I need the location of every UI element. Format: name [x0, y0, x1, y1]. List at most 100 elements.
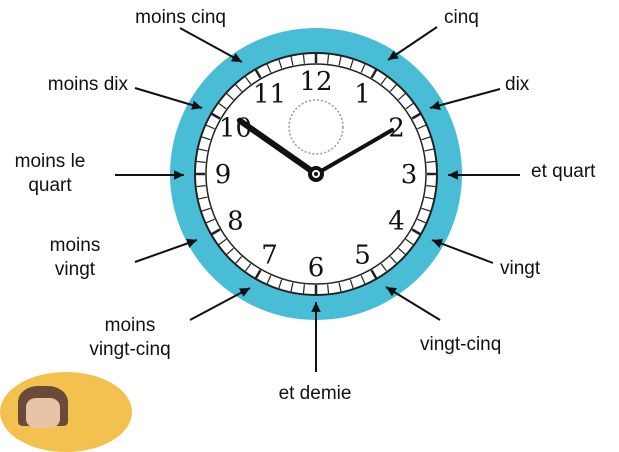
- minute-hand: [314, 128, 395, 176]
- minute-tick: [254, 269, 262, 280]
- minute-tick: [360, 275, 366, 284]
- arrow-head: [432, 239, 443, 248]
- minute-tick: [198, 196, 208, 200]
- hour-numeral: 3: [401, 160, 418, 190]
- avatar-face: [26, 398, 60, 428]
- minute-tick: [266, 64, 272, 73]
- seconds-subdial: [288, 99, 344, 155]
- minute-tick: [380, 263, 388, 272]
- minute-tick: [210, 112, 221, 120]
- minute-tick: [198, 148, 208, 152]
- minute-tick: [201, 207, 211, 212]
- label-moins-vingt-cinq: moins vingt-cinq: [89, 315, 171, 360]
- arrow-head: [186, 238, 197, 248]
- hour-numeral: 7: [261, 241, 278, 271]
- minute-tick: [338, 282, 342, 292]
- minute-tick: [226, 93, 234, 101]
- minute-tick: [302, 284, 305, 294]
- label-arrow: [179, 27, 243, 63]
- minute-tick: [278, 279, 283, 289]
- arrow-head: [386, 287, 397, 297]
- label-arrow: [431, 239, 494, 264]
- minute-tick: [426, 185, 436, 188]
- minute-tick: [405, 238, 414, 246]
- minute-tick: [201, 136, 211, 141]
- minute-tick: [218, 102, 227, 110]
- label-arrow: [385, 286, 441, 321]
- arrow-head: [430, 100, 441, 111]
- minute-tick: [235, 84, 243, 92]
- minute-tick: [206, 124, 215, 130]
- label-vingt: vingt: [500, 258, 541, 279]
- minute-tick: [370, 269, 378, 280]
- arrow-head: [388, 50, 399, 60]
- minute-tick: [338, 56, 342, 66]
- minute-tick: [426, 160, 436, 163]
- minute-tick: [417, 124, 426, 130]
- minute-tick: [360, 64, 366, 73]
- minute-tick: [389, 256, 397, 264]
- minute-tick: [424, 148, 434, 152]
- label-dix: dix: [505, 74, 530, 95]
- label-arrow: [134, 87, 203, 109]
- minute-tick: [210, 228, 221, 236]
- minute-tick: [411, 112, 422, 120]
- arrow-head: [231, 53, 242, 62]
- arrow-head: [311, 302, 321, 312]
- minute-tick: [235, 256, 243, 264]
- minute-tick: [218, 238, 227, 246]
- label-et-quart: et quart: [531, 161, 596, 182]
- label-cinq: cinq: [444, 7, 479, 28]
- minute-tick: [349, 279, 354, 289]
- minute-tick: [349, 59, 354, 69]
- minute-tick: [290, 56, 294, 66]
- arrow-head: [174, 170, 184, 180]
- minute-tick: [196, 185, 206, 188]
- minute-tick: [405, 102, 414, 110]
- label-et-demie: et demie: [278, 383, 352, 404]
- minute-tick: [244, 263, 252, 272]
- hour-numeral: 5: [354, 241, 371, 271]
- hour-numeral: 4: [388, 207, 405, 237]
- hour-numeral: 11: [253, 79, 286, 109]
- minute-tick: [254, 68, 262, 79]
- hour-numeral: 6: [308, 253, 325, 283]
- minute-tick: [421, 207, 431, 212]
- label-moins-vingt: moins vingt: [49, 235, 101, 280]
- minute-tick: [290, 282, 294, 292]
- label-moins-le-quart: moins le quart: [14, 151, 86, 196]
- label-arrow: [134, 239, 198, 263]
- minute-tick: [327, 54, 330, 64]
- hand-pivot-dot: [314, 172, 318, 176]
- arrow-head: [191, 100, 202, 110]
- minute-tick: [421, 136, 431, 141]
- minute-tick: [327, 284, 330, 294]
- character-avatar: [0, 372, 132, 452]
- label-vingt-cinq: vingt-cinq: [420, 334, 502, 355]
- hour-numeral: 8: [227, 207, 244, 237]
- minute-tick: [389, 84, 397, 92]
- hour-numeral: 12: [299, 67, 332, 97]
- hour-hand: [236, 117, 319, 177]
- minute-tick: [417, 218, 426, 224]
- minute-tick: [370, 68, 378, 79]
- minute-tick: [266, 275, 272, 284]
- hour-numeral: 1: [354, 79, 371, 109]
- minute-tick: [206, 218, 215, 224]
- minute-tick: [278, 59, 283, 69]
- minute-tick: [226, 247, 234, 255]
- hour-numeral: 9: [215, 160, 232, 190]
- label-arrows: [115, 26, 520, 372]
- arrow-head: [239, 288, 250, 297]
- minute-tick: [411, 228, 422, 236]
- minute-tick: [398, 93, 406, 101]
- minute-tick: [380, 76, 388, 85]
- minute-tick: [398, 247, 406, 255]
- arrow-head: [448, 170, 458, 180]
- minute-tick: [424, 196, 434, 200]
- minute-ticks: [195, 53, 437, 295]
- label-arrow: [189, 287, 251, 321]
- minute-tick: [196, 160, 206, 163]
